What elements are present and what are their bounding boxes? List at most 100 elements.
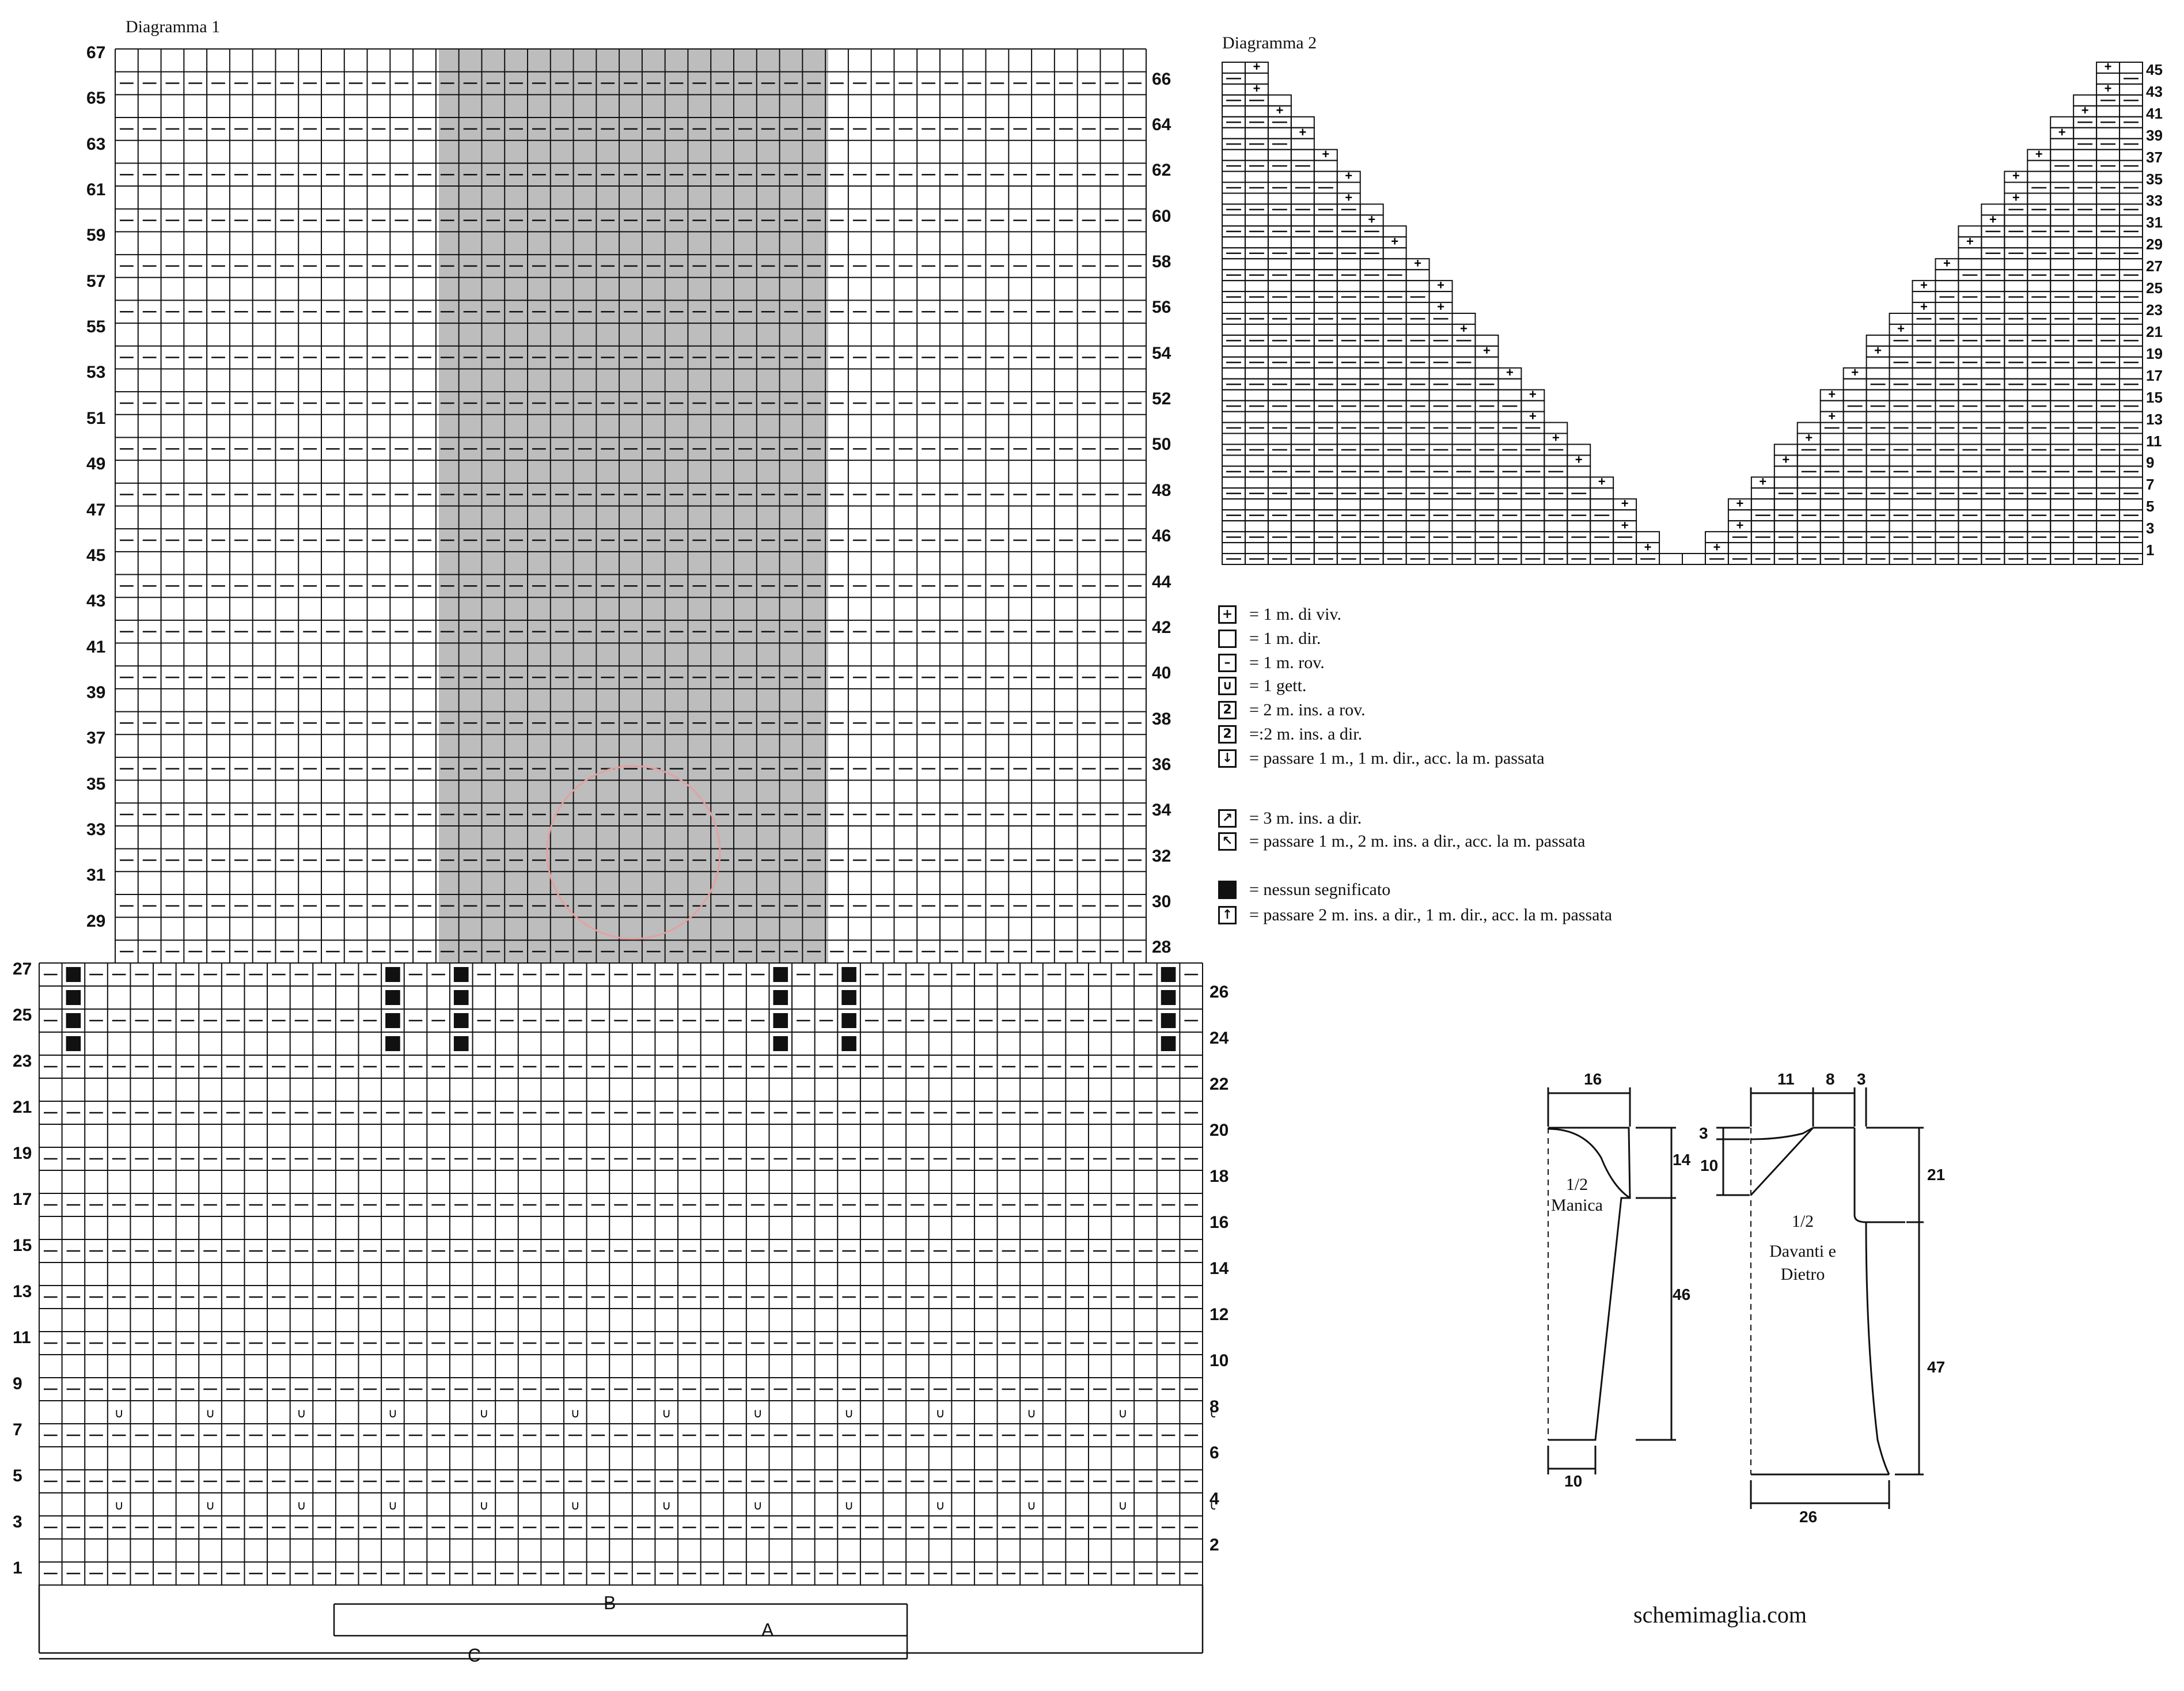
- row-number: 9: [2146, 454, 2155, 472]
- row-number: 36: [1152, 754, 1171, 774]
- legend-item: 2 =:2 m. ins. a dir.: [1218, 722, 1362, 746]
- svg-text:+: +: [1736, 518, 1743, 532]
- svg-text:+: +: [1644, 540, 1652, 554]
- filled-square: [66, 990, 81, 1005]
- stitch-symbol: ∪: [1209, 1498, 1215, 1512]
- diagram1-title: Diagramma 1: [126, 17, 221, 36]
- filled-square: [841, 967, 856, 982]
- row-number: 54: [1152, 343, 1171, 363]
- sleeve-cap-height: 14: [1673, 1151, 1691, 1169]
- row-number: 66: [1152, 69, 1171, 89]
- row-number: 37: [86, 729, 106, 748]
- row-number: 12: [1209, 1305, 1229, 1324]
- row-number: 5: [13, 1466, 22, 1485]
- filled-square: [773, 1036, 788, 1051]
- row-number: 31: [86, 866, 106, 885]
- svg-text:+: +: [2081, 103, 2089, 117]
- row-number: 25: [2146, 279, 2163, 297]
- filled-square: [66, 1013, 81, 1028]
- filled-square: [773, 1013, 788, 1028]
- row-number: 23: [2146, 301, 2163, 319]
- row-number: 21: [13, 1098, 32, 1117]
- diagonal-left-icon: ↖: [1218, 832, 1237, 851]
- row-number: 11: [13, 1328, 31, 1347]
- row-number: 20: [1209, 1121, 1229, 1140]
- filled-square: [453, 967, 469, 982]
- stitch-symbol: ∪: [662, 1498, 671, 1512]
- svg-text:+: +: [1253, 81, 1260, 96]
- row-number: 9: [13, 1374, 22, 1393]
- svg-text:+: +: [2105, 59, 2112, 74]
- row-number: 23: [13, 1052, 32, 1071]
- knit-two-together-icon: 2: [1218, 725, 1237, 744]
- row-number: 27: [13, 960, 32, 979]
- sleeve-schematic: [1547, 1087, 1676, 1474]
- row-number: 43: [2146, 82, 2163, 100]
- diagram2-grid: ++++++++++++++++++++++++++++++++++++++++…: [1222, 59, 2144, 565]
- sleeve-top-width: 16: [1584, 1070, 1602, 1088]
- legend-item: ↖= passare 1 m., 2 m. ins. a dir., acc. …: [1218, 829, 1585, 854]
- svg-text:+: +: [2105, 81, 2112, 96]
- legend-item: ∪= 1 gett.: [1218, 674, 1306, 698]
- row-number: 38: [1152, 709, 1171, 729]
- stitch-symbol: ∪: [571, 1406, 580, 1420]
- filled-square: [453, 1013, 469, 1028]
- stitch-symbol: ∪: [753, 1406, 763, 1420]
- filled-square: [385, 1036, 400, 1051]
- row-number: 13: [13, 1282, 32, 1301]
- row-number: 56: [1152, 298, 1171, 317]
- svg-text:+: +: [1437, 299, 1444, 314]
- diagram2-title: Diagramma 2: [1222, 33, 1317, 52]
- row-number: 43: [86, 592, 106, 611]
- legend-text: = 1 m. rov.: [1249, 653, 1325, 672]
- stitch-symbol: ∪: [1027, 1406, 1036, 1420]
- body-shoulder-width: 8: [1826, 1070, 1835, 1088]
- filled-square: [773, 967, 788, 982]
- row-number: 45: [86, 545, 106, 565]
- row-number: 41: [2146, 104, 2163, 122]
- row-number: 37: [2146, 148, 2163, 166]
- row-number: 59: [86, 226, 106, 245]
- row-number: 48: [1152, 480, 1171, 500]
- row-number: 46: [1152, 526, 1171, 546]
- row-number: 1: [13, 1559, 22, 1578]
- svg-text:+: +: [1897, 321, 1905, 336]
- svg-text:+: +: [1621, 518, 1629, 532]
- legend-item: ↗= 3 m. ins. a dir.: [1218, 806, 1362, 831]
- down-arrow-icon: ↓: [1218, 749, 1237, 768]
- row-number: 42: [1152, 617, 1171, 637]
- row-number: 7: [2146, 476, 2155, 494]
- row-number: 31: [2146, 214, 2163, 232]
- svg-text:+: +: [1437, 278, 1444, 292]
- svg-text:+: +: [1989, 213, 1997, 227]
- stitch-symbol: ∪: [935, 1406, 945, 1420]
- body-neck-drop-small: 3: [1699, 1124, 1708, 1142]
- row-number: 4: [1209, 1489, 1219, 1508]
- row-number: 18: [1209, 1167, 1229, 1186]
- svg-text:+: +: [1529, 409, 1537, 423]
- stitch-symbol: ∪: [206, 1406, 215, 1420]
- row-number: 19: [13, 1144, 32, 1163]
- svg-text:+: +: [1621, 496, 1629, 510]
- garment-schematics: [1547, 1087, 1924, 1509]
- row-number: 7: [13, 1420, 22, 1439]
- body-label-name: Davanti e: [1769, 1242, 1836, 1261]
- stitch-symbol: ∪: [206, 1498, 215, 1512]
- row-number: 11: [2146, 432, 2162, 450]
- row-number: 2: [1209, 1535, 1219, 1554]
- row-number: 62: [1152, 161, 1171, 180]
- row-number: 44: [1152, 572, 1171, 592]
- diagonal-right-icon: ↗: [1218, 809, 1237, 828]
- row-number: 50: [1152, 435, 1171, 454]
- sleeve-label-name: Manica: [1551, 1196, 1603, 1215]
- svg-text:+: +: [1368, 213, 1375, 227]
- svg-text:+: +: [1552, 431, 1560, 445]
- stitch-symbol: ∪: [1118, 1498, 1127, 1512]
- svg-text:+: +: [1920, 299, 1928, 314]
- row-number: 30: [1152, 892, 1171, 911]
- legend-text: = 1 gett.: [1249, 676, 1307, 695]
- filled-square: [1161, 967, 1176, 982]
- legend-text: =:2 m. ins. a dir.: [1249, 725, 1363, 744]
- stitch-symbol: ∪: [1209, 1406, 1215, 1420]
- legend-text: = passare 1 m., 1 m. dir., acc. la m. pa…: [1249, 749, 1545, 768]
